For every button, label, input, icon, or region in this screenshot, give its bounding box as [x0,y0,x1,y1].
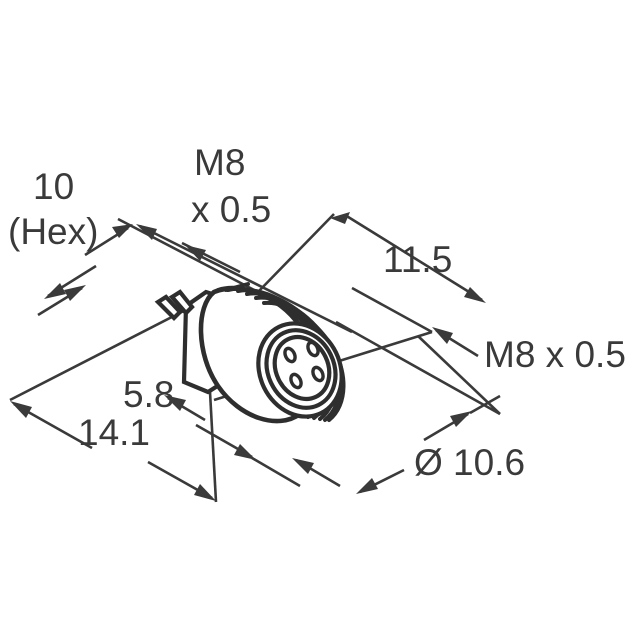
leader-115-secondary [351,286,433,334]
label-flange-diameter: Ø 10.6 [414,442,526,483]
label-thread-name: M8 [194,142,246,183]
arrowhead-hex-left [44,283,66,299]
connector-body-illustration [154,282,346,424]
arrowhead-hex-right [64,285,86,301]
label-length-rear: 5.8 [123,374,175,415]
arrowhead-58-right [234,444,256,460]
arrowhead-58-left [164,395,186,411]
arrowhead-d106-top [450,411,472,427]
extension-line-right-lower [335,320,501,416]
arrowhead-115-lower [464,287,486,303]
arrowhead-m8-right [432,327,453,344]
arrowhead-thread-start-left [136,224,157,240]
label-hex-size: 10 [33,166,75,207]
contact-socket-4 [311,365,325,383]
arrowhead-thread-pitch [185,245,206,261]
extension-line-115-start [257,213,335,293]
barrel-keyway [224,282,250,292]
extension-line-thread-start [139,224,353,334]
extension-line-58-bottom [251,456,301,488]
extension-line-flange-right [417,335,501,415]
dim-line-115 [344,213,483,302]
label-length-front: 11.5 [383,239,453,280]
arrowhead-hex-leader [112,224,133,238]
label-hex-note: (Hex) [8,211,99,252]
arrowhead-141-left [10,401,32,418]
contact-socket-1 [283,346,297,364]
contact-socket-3 [289,372,303,390]
arrowhead-141-right [194,484,216,501]
label-thread-pitch: x 0.5 [191,189,272,230]
extension-line-hex-top [117,217,259,294]
label-length-overall: 14.1 [78,412,151,453]
contact-socket-2 [306,340,320,358]
extension-line-d106-right [469,394,501,415]
arrowhead-d106-upper [292,458,314,474]
contact-sockets [283,340,325,390]
solder-tab-2 [168,289,195,317]
arrowhead-d106-lower [356,478,378,494]
label-thread-spec: M8 x 0.5 [484,334,626,375]
solder-tab-1 [154,294,183,321]
